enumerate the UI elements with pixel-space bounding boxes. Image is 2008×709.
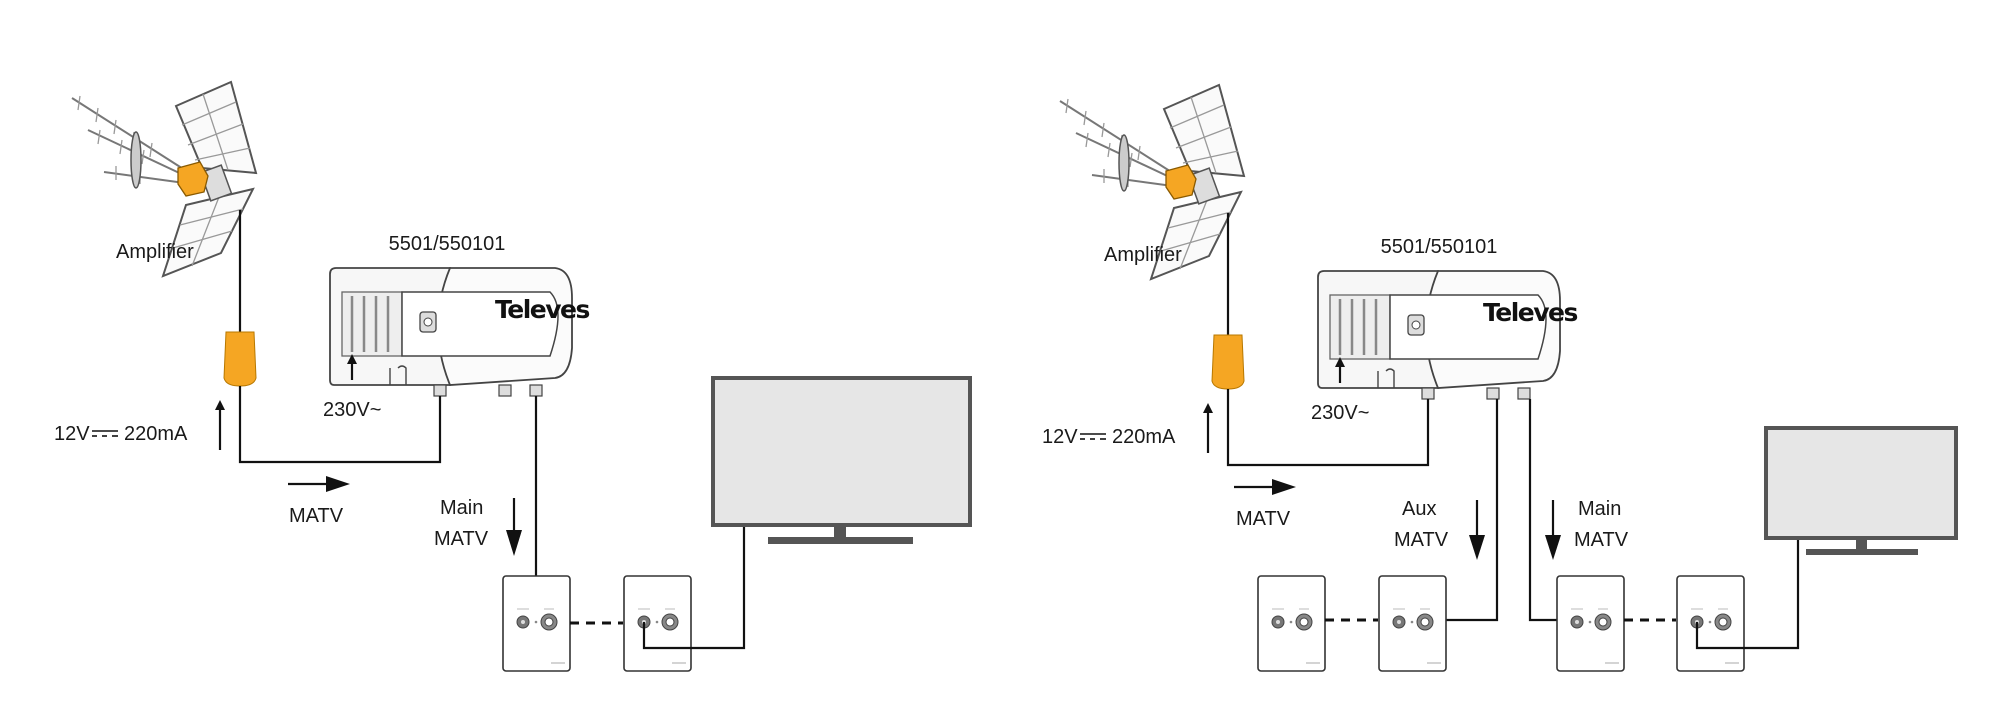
dc-current-label: 220mA — [124, 423, 188, 445]
aux-output-cable — [1446, 399, 1499, 622]
aux-matv-label: MATV — [1394, 529, 1449, 551]
amplifier-icon — [223, 331, 257, 387]
wall-outlet-1 — [502, 575, 571, 672]
mains-label: 230V~ — [1311, 402, 1369, 424]
main-label: Main — [1578, 498, 1621, 520]
dc-voltage-label: 12V — [54, 423, 90, 445]
headend-amplifier-icon — [1316, 269, 1562, 401]
matv-label: MATV — [289, 505, 344, 527]
main-matv-label: MATV — [434, 528, 489, 550]
headend-brand-logo: Televes — [1483, 298, 1577, 327]
tv-icon — [1764, 426, 1958, 555]
aux-wall-outlet-2 — [1378, 575, 1447, 672]
headend-amplifier-icon — [328, 266, 574, 398]
main-wall-outlet-1 — [1556, 575, 1625, 672]
main-output-cable — [1528, 399, 1557, 622]
matv-label: MATV — [1236, 508, 1291, 530]
feed-cable — [1226, 389, 1430, 467]
amplifier-label: Amplifier — [116, 241, 194, 263]
dc-voltage-label: 12V — [1042, 426, 1078, 448]
tv-cable — [642, 524, 746, 650]
headend-model-label: 5501/550101 — [1381, 236, 1498, 258]
aux-label: Aux — [1402, 498, 1436, 520]
aux-wall-outlet-1 — [1257, 575, 1326, 672]
dc-current-label: 220mA — [1112, 426, 1176, 448]
left-diagram: Amplifier 5501/550101 Televes 230V~ 12V … — [54, 81, 972, 672]
mains-label: 230V~ — [323, 399, 381, 421]
amplifier-icon — [1211, 334, 1245, 390]
main-wall-outlet-2 — [1676, 575, 1745, 672]
dc-symbol-icon — [1080, 433, 1106, 440]
main-label: Main — [440, 497, 483, 519]
wall-outlet-2 — [623, 575, 692, 672]
tv-icon — [711, 376, 972, 544]
tv-cable — [1695, 540, 1800, 650]
right-diagram: Amplifier 5501/550101 Televes 230V~ 12V … — [1042, 84, 1958, 672]
feed-cable — [238, 386, 442, 464]
amplifier-label: Amplifier — [1104, 244, 1182, 266]
main-matv-label: MATV — [1574, 529, 1629, 551]
headend-brand-logo: Televes — [495, 295, 589, 324]
dc-symbol-icon — [92, 430, 118, 437]
headend-model-label: 5501/550101 — [389, 233, 506, 255]
